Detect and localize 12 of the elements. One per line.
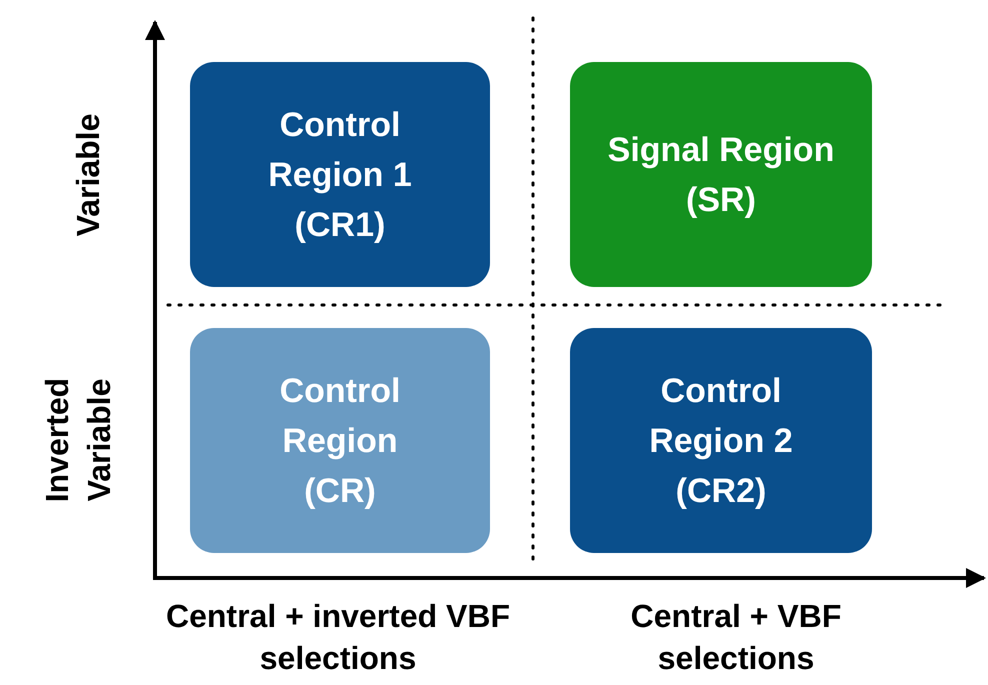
- region-label: Control Region (CR): [278, 370, 402, 512]
- region-label: Control Region 2 (CR2): [648, 370, 794, 512]
- region-box: [570, 62, 872, 287]
- region-box: [190, 62, 490, 287]
- axis-label: Central + inverted VBF selections: [164, 597, 512, 678]
- axis-label: Variable: [69, 112, 107, 238]
- axis-label: Central + VBF selections: [630, 597, 842, 678]
- axis-label: Inverted Variable: [38, 376, 118, 504]
- region-box: [190, 328, 490, 553]
- region-label: Signal Region (SR): [606, 130, 836, 220]
- region-label: Control Region 1 (CR1): [267, 104, 413, 246]
- region-box: [570, 328, 872, 553]
